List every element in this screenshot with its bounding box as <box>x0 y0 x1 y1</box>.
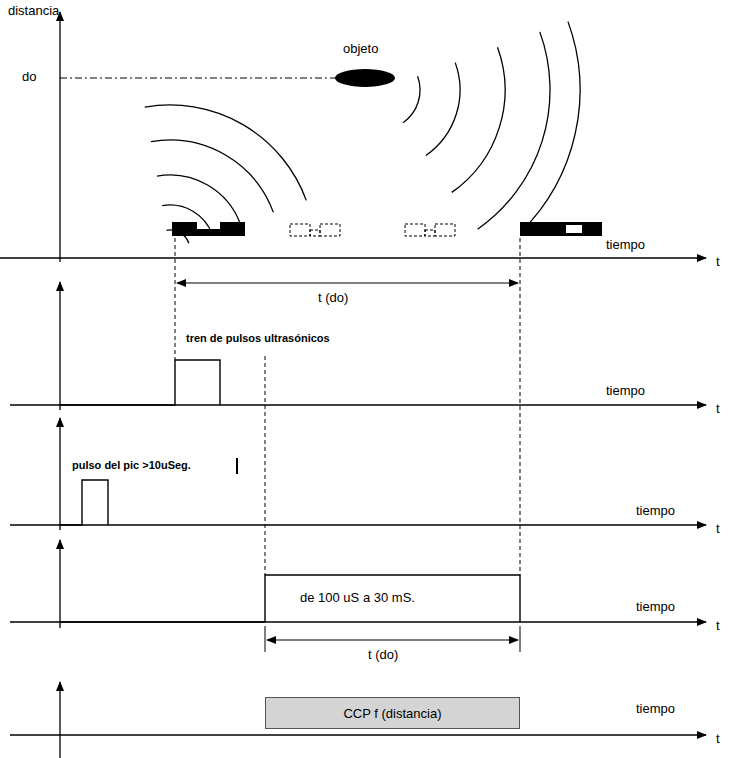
axis-label: tiempo <box>636 702 675 717</box>
axis-label: t <box>716 732 720 747</box>
axis-label: tiempo <box>636 600 675 615</box>
object-label: objeto <box>343 42 378 57</box>
axis-label: tiempo <box>606 238 645 253</box>
time-interval: t (do) <box>368 648 398 663</box>
box-text: CCP f (distancia) <box>343 706 441 721</box>
signal-name: tren de pulsos ultrasónicos <box>186 332 330 345</box>
axis-label: t <box>716 522 720 537</box>
axis-label: tiempo <box>636 504 675 519</box>
pulse-duration: de 100 uS a 30 mS. <box>300 591 415 606</box>
signal-name: pulso del pic >10uSeg. <box>72 459 191 472</box>
axis-label: t <box>716 255 720 270</box>
distance-mark: do <box>22 70 36 85</box>
time-interval: t (do) <box>318 291 348 306</box>
capture-box: CCP f (distancia) <box>265 697 520 729</box>
axis-label: t <box>716 402 720 417</box>
axis-label: t <box>716 619 720 634</box>
axis-label: tiempo <box>606 384 645 399</box>
axis-label: distancia <box>8 4 59 19</box>
